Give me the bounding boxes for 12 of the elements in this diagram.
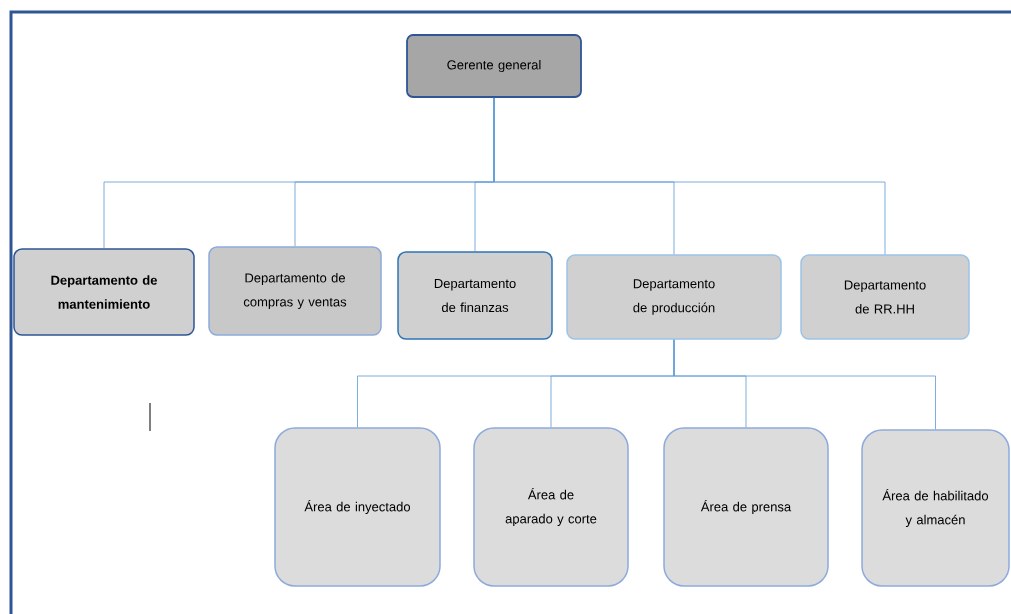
org-box: Departamento de compras y ventas <box>208 246 382 336</box>
connector-line <box>493 97 886 255</box>
org-box: Gerente general <box>406 34 582 98</box>
org-box: Área de aparado y corte <box>473 427 629 587</box>
org-box: Área de inyectado <box>274 427 441 587</box>
org-box: Departamento de producción <box>566 254 782 340</box>
connector-line <box>673 339 936 430</box>
org-box: Departamento de mantenimiento <box>13 248 195 336</box>
org-box: Departamento de RR.HH <box>800 254 970 340</box>
org-box: Departamento de finanzas <box>397 251 553 340</box>
org-box: Área de habilitado y almacén <box>861 429 1010 587</box>
org-box: Área de prensa <box>663 427 829 587</box>
